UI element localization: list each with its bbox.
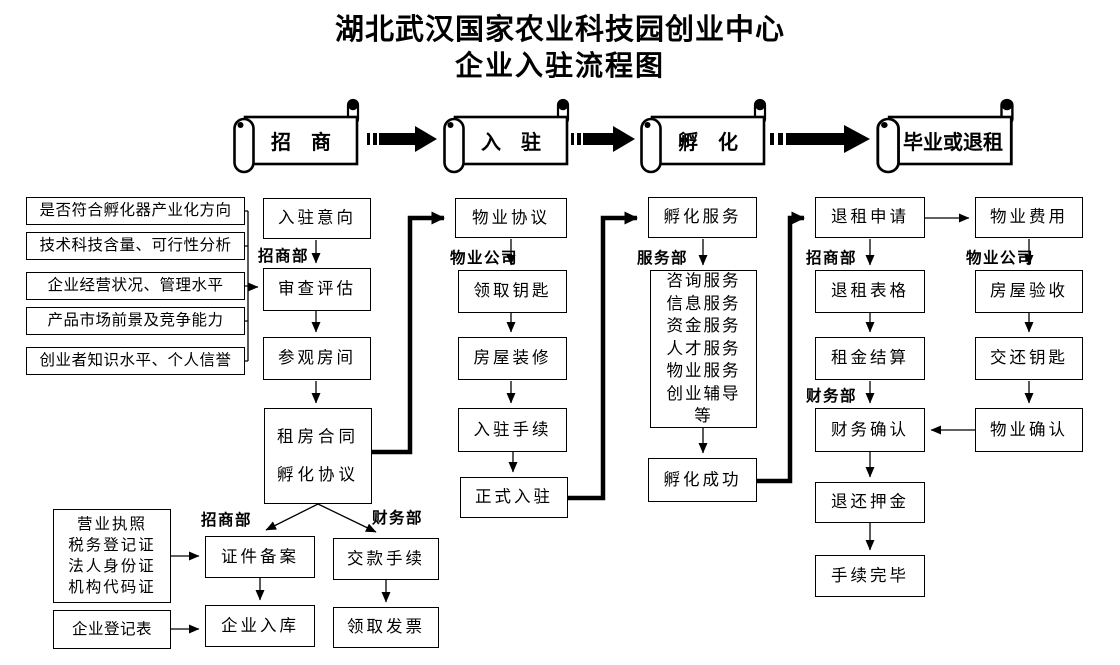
node-incubation-success: 孵化成功 bbox=[648, 458, 757, 502]
node-house-inspection: 房屋验收 bbox=[975, 270, 1083, 313]
node-deposit-refund: 退还押金 bbox=[815, 482, 925, 523]
criteria-item: 产品市场前景及竞争能力 bbox=[26, 307, 245, 335]
node-property-fee: 物业费用 bbox=[975, 197, 1083, 238]
stage-banner-ruzhu: 入 驻 bbox=[441, 97, 586, 175]
stage-banner-label: 入 驻 bbox=[481, 132, 541, 154]
node-checkin-procedure: 入驻手续 bbox=[458, 408, 567, 452]
stage-arrow-1-icon bbox=[367, 126, 437, 152]
node-termination-request: 退租申请 bbox=[815, 197, 925, 238]
dept-label-zhaoshangbu-3: 招商部 bbox=[806, 250, 858, 267]
criteria-item: 企业经营状况、管理水平 bbox=[26, 272, 245, 300]
criteria-item: 创业者知识水平、个人信誉 bbox=[26, 347, 245, 375]
dept-label-wuye-gongsi-2: 物业公司 bbox=[966, 250, 1035, 267]
dept-label-wuye-gongsi-1: 物业公司 bbox=[450, 250, 519, 267]
document-item: 营业执照 bbox=[76, 516, 147, 533]
stage-banner-label: 招 商 bbox=[271, 132, 331, 154]
node-get-keys: 领取钥匙 bbox=[458, 270, 567, 313]
criteria-item: 技术科技含量、可行性分析 bbox=[26, 232, 245, 260]
node-entry-intent: 入驻意向 bbox=[263, 198, 371, 239]
dept-label-zhaoshangbu-1: 招商部 bbox=[258, 248, 310, 265]
node-incubation-service: 孵化服务 bbox=[648, 197, 757, 238]
node-property-confirm: 物业确认 bbox=[975, 408, 1083, 452]
service-item: 信息服务 bbox=[666, 294, 741, 313]
node-renovation: 房屋装修 bbox=[458, 337, 567, 380]
node-property-agreement: 物业协议 bbox=[455, 198, 567, 238]
stage-banner-zhaoshang: 招 商 bbox=[231, 97, 376, 175]
dept-label-fuwubu: 服务部 bbox=[637, 250, 689, 267]
node-official-checkin: 正式入驻 bbox=[460, 477, 568, 518]
node-visit-rooms: 参观房间 bbox=[263, 337, 371, 380]
title-line-2: 企业入驻流程图 bbox=[454, 50, 665, 81]
thick-elbow-connectors bbox=[371, 211, 805, 501]
stage-arrow-3-icon bbox=[770, 125, 870, 153]
stage-banner-fuhua: 孵 化 bbox=[638, 97, 783, 175]
thin-arrows bbox=[171, 213, 1034, 634]
node-return-keys: 交还钥匙 bbox=[975, 337, 1083, 380]
stage-banner-biye: 毕业或退租 bbox=[874, 97, 1032, 175]
service-item: 咨询服务 bbox=[666, 272, 741, 291]
title-line-1: 湖北武汉国家农业科技园创业中心 bbox=[334, 14, 785, 46]
scroll-shape bbox=[640, 98, 767, 174]
criteria-item: 是否符合孵化器产业化方向 bbox=[26, 197, 245, 225]
document-item: 法人身份证 bbox=[68, 558, 156, 575]
contract-line-1: 租房合同 bbox=[277, 427, 359, 446]
scroll-shape bbox=[233, 98, 360, 174]
node-procedure-complete: 手续完毕 bbox=[815, 555, 925, 597]
node-lease-contract: 租房合同 孵化协议 bbox=[264, 408, 372, 504]
node-review-evaluate: 审查评估 bbox=[263, 268, 371, 311]
stage-banner-label: 孵 化 bbox=[678, 132, 738, 154]
node-get-invoice: 领取发票 bbox=[333, 607, 439, 648]
node-service-list: 咨询服务 信息服务 资金服务 人才服务 物业服务 创业辅导 等 bbox=[650, 270, 757, 428]
dept-label-zhaoshangbu-2: 招商部 bbox=[201, 512, 253, 529]
dept-label-caiwubu-2: 财务部 bbox=[806, 388, 858, 405]
criteria-bracket bbox=[245, 210, 259, 362]
service-item: 资金服务 bbox=[666, 317, 741, 336]
node-registration-form: 企业登记表 bbox=[53, 610, 171, 649]
document-item: 税务登记证 bbox=[68, 537, 156, 554]
service-item: 人才服务 bbox=[666, 339, 741, 358]
node-finance-confirm: 财务确认 bbox=[815, 408, 925, 452]
service-item: 物业服务 bbox=[666, 362, 741, 381]
node-rent-settlement: 租金结算 bbox=[815, 337, 925, 380]
stage-banner-label: 毕业或退租 bbox=[903, 132, 1003, 154]
service-item: 创业辅导 bbox=[666, 384, 741, 403]
node-payment-procedure: 交款手续 bbox=[333, 538, 439, 580]
scroll-shape bbox=[876, 98, 1014, 174]
service-item: 等 bbox=[694, 407, 713, 426]
stage-arrow-2-icon bbox=[571, 126, 635, 152]
dept-label-caiwubu-1: 财务部 bbox=[372, 510, 424, 527]
contract-line-2: 孵化协议 bbox=[277, 465, 359, 484]
node-company-entry-db: 企业入库 bbox=[205, 605, 315, 647]
node-certificate-filing: 证件备案 bbox=[205, 536, 315, 578]
scroll-shape bbox=[443, 98, 570, 174]
page-title: 湖北武汉国家农业科技园创业中心 企业入驻流程图 bbox=[0, 12, 1120, 84]
document-item: 机构代码证 bbox=[68, 579, 156, 596]
node-required-documents: 营业执照 税务登记证 法人身份证 机构代码证 bbox=[53, 509, 171, 603]
node-termination-form: 退租表格 bbox=[815, 270, 925, 313]
